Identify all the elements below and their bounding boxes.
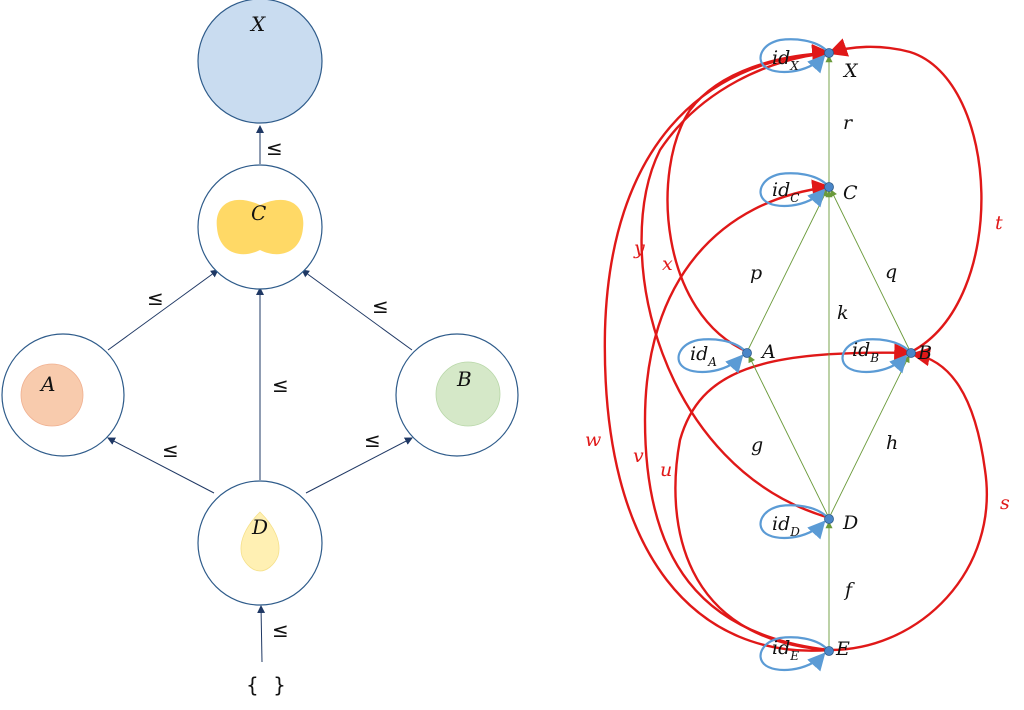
loop-idD: [759, 504, 827, 540]
node-C-label: C: [251, 201, 266, 225]
identity-label-E: idE: [772, 637, 799, 663]
composite-label-t: t: [995, 212, 1003, 234]
arrow-h: [828, 355, 910, 519]
edge-D-A: [107, 437, 215, 494]
leq-label-D-C: ≤: [272, 373, 289, 397]
node-X: [197, 0, 323, 124]
composite-arrows: [603, 38, 988, 652]
loop-idE: [759, 636, 827, 672]
composite-label-u: u: [660, 459, 672, 481]
object-label-E: E: [835, 638, 850, 660]
node-X-label: X: [249, 12, 266, 36]
dot-B: [906, 348, 916, 358]
arrow-t: [827, 38, 983, 354]
edge-empty-D: [257, 605, 266, 663]
object-label-A: A: [760, 341, 776, 363]
morphism-label-k: k: [837, 302, 849, 324]
identity-loops: [677, 38, 909, 672]
composite-label-s: s: [1000, 492, 1010, 514]
leq-label-C-X: ≤: [266, 136, 283, 160]
morphism-arrows: [746, 55, 912, 650]
dot-E: [824, 646, 834, 656]
loop-idC: [759, 172, 827, 208]
morphism-label-g: g: [751, 434, 763, 456]
arrow-g: [748, 355, 830, 519]
category-diagram: X C A B D E idX idC idA idB idD idE r p …: [585, 38, 1010, 672]
identity-label-B: idB: [852, 339, 879, 365]
leq-label-empty-D: ≤: [272, 618, 289, 642]
leq-label-D-B: ≤: [364, 428, 381, 452]
object-label-D: D: [842, 512, 858, 534]
edge-D-B: [305, 437, 413, 494]
morphism-label-f: f: [843, 579, 855, 601]
node-D-blob: [240, 511, 280, 572]
leq-label-B-C: ≤: [372, 294, 389, 318]
morphism-label-q: q: [885, 261, 897, 283]
node-A-label: A: [39, 372, 55, 396]
loop-idA: [677, 338, 745, 374]
arrow-v: [643, 179, 832, 652]
identity-label-D: idD: [772, 513, 800, 539]
identity-label-X: idX: [772, 47, 799, 73]
poset-diagram: X C A B D { } ≤ ≤ ≤ ≤ ≤ ≤ ≤: [1, 0, 519, 697]
node-B-label: B: [456, 367, 472, 391]
dot-D: [824, 514, 834, 524]
node-B-blob: [435, 361, 501, 427]
composite-label-y: y: [633, 237, 645, 259]
composite-label-v: v: [633, 445, 644, 467]
edge-B-C: [301, 269, 413, 351]
edge-A-C: [107, 269, 219, 351]
dot-X: [824, 48, 834, 58]
arrow-u: [674, 343, 914, 652]
empty-set-label: { }: [246, 673, 286, 697]
morphism-label-r: r: [843, 112, 854, 134]
node-A-blob: [20, 363, 84, 427]
arrow-w: [603, 44, 832, 652]
object-dots: [742, 48, 916, 656]
object-label-C: C: [843, 182, 858, 204]
node-D-label: D: [251, 515, 268, 539]
identity-label-A: idA: [690, 343, 717, 369]
dot-C: [824, 182, 834, 192]
composite-label-w: w: [585, 429, 601, 451]
leq-label-A-C: ≤: [147, 286, 164, 310]
dot-A: [742, 348, 752, 358]
node-C-blob: [216, 199, 304, 255]
morphism-label-h: h: [886, 432, 898, 454]
arrow-s: [829, 347, 988, 652]
identity-label-C: idC: [772, 179, 799, 205]
arrow-q: [830, 189, 912, 354]
arrow-p: [746, 189, 828, 353]
object-label-X: X: [842, 60, 859, 82]
loop-idX: [759, 38, 827, 74]
leq-label-D-A: ≤: [162, 438, 179, 462]
arrow-y: [640, 44, 832, 520]
loop-idB: [841, 338, 909, 374]
object-label-B: B: [917, 342, 932, 364]
composite-label-x: x: [662, 253, 673, 275]
morphism-label-p: p: [750, 262, 762, 284]
